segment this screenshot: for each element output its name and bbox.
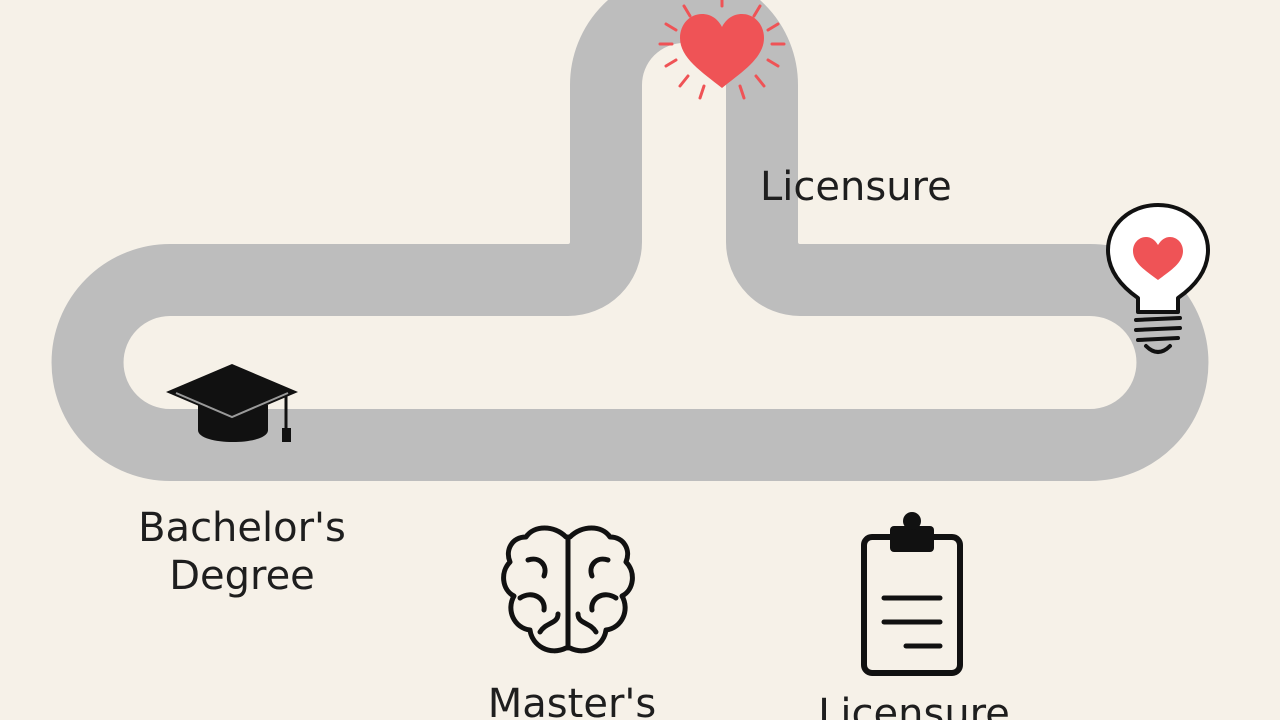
bachelors-line-2: Degree	[169, 553, 315, 599]
brain-icon	[501, 525, 635, 654]
heart-burst-icon	[658, 0, 786, 100]
licensure-bottom-label: Licensure	[818, 691, 1010, 720]
bachelors-degree-label: Bachelor's Degree	[138, 504, 346, 600]
graduation-cap-icon	[166, 364, 298, 442]
masters-label: Master's	[487, 681, 657, 720]
clipboard-icon	[861, 512, 963, 676]
licensure-top-label: Licensure	[760, 164, 952, 210]
bachelors-line-1: Bachelor's	[138, 505, 346, 551]
lightbulb-heart-icon	[1106, 203, 1210, 354]
